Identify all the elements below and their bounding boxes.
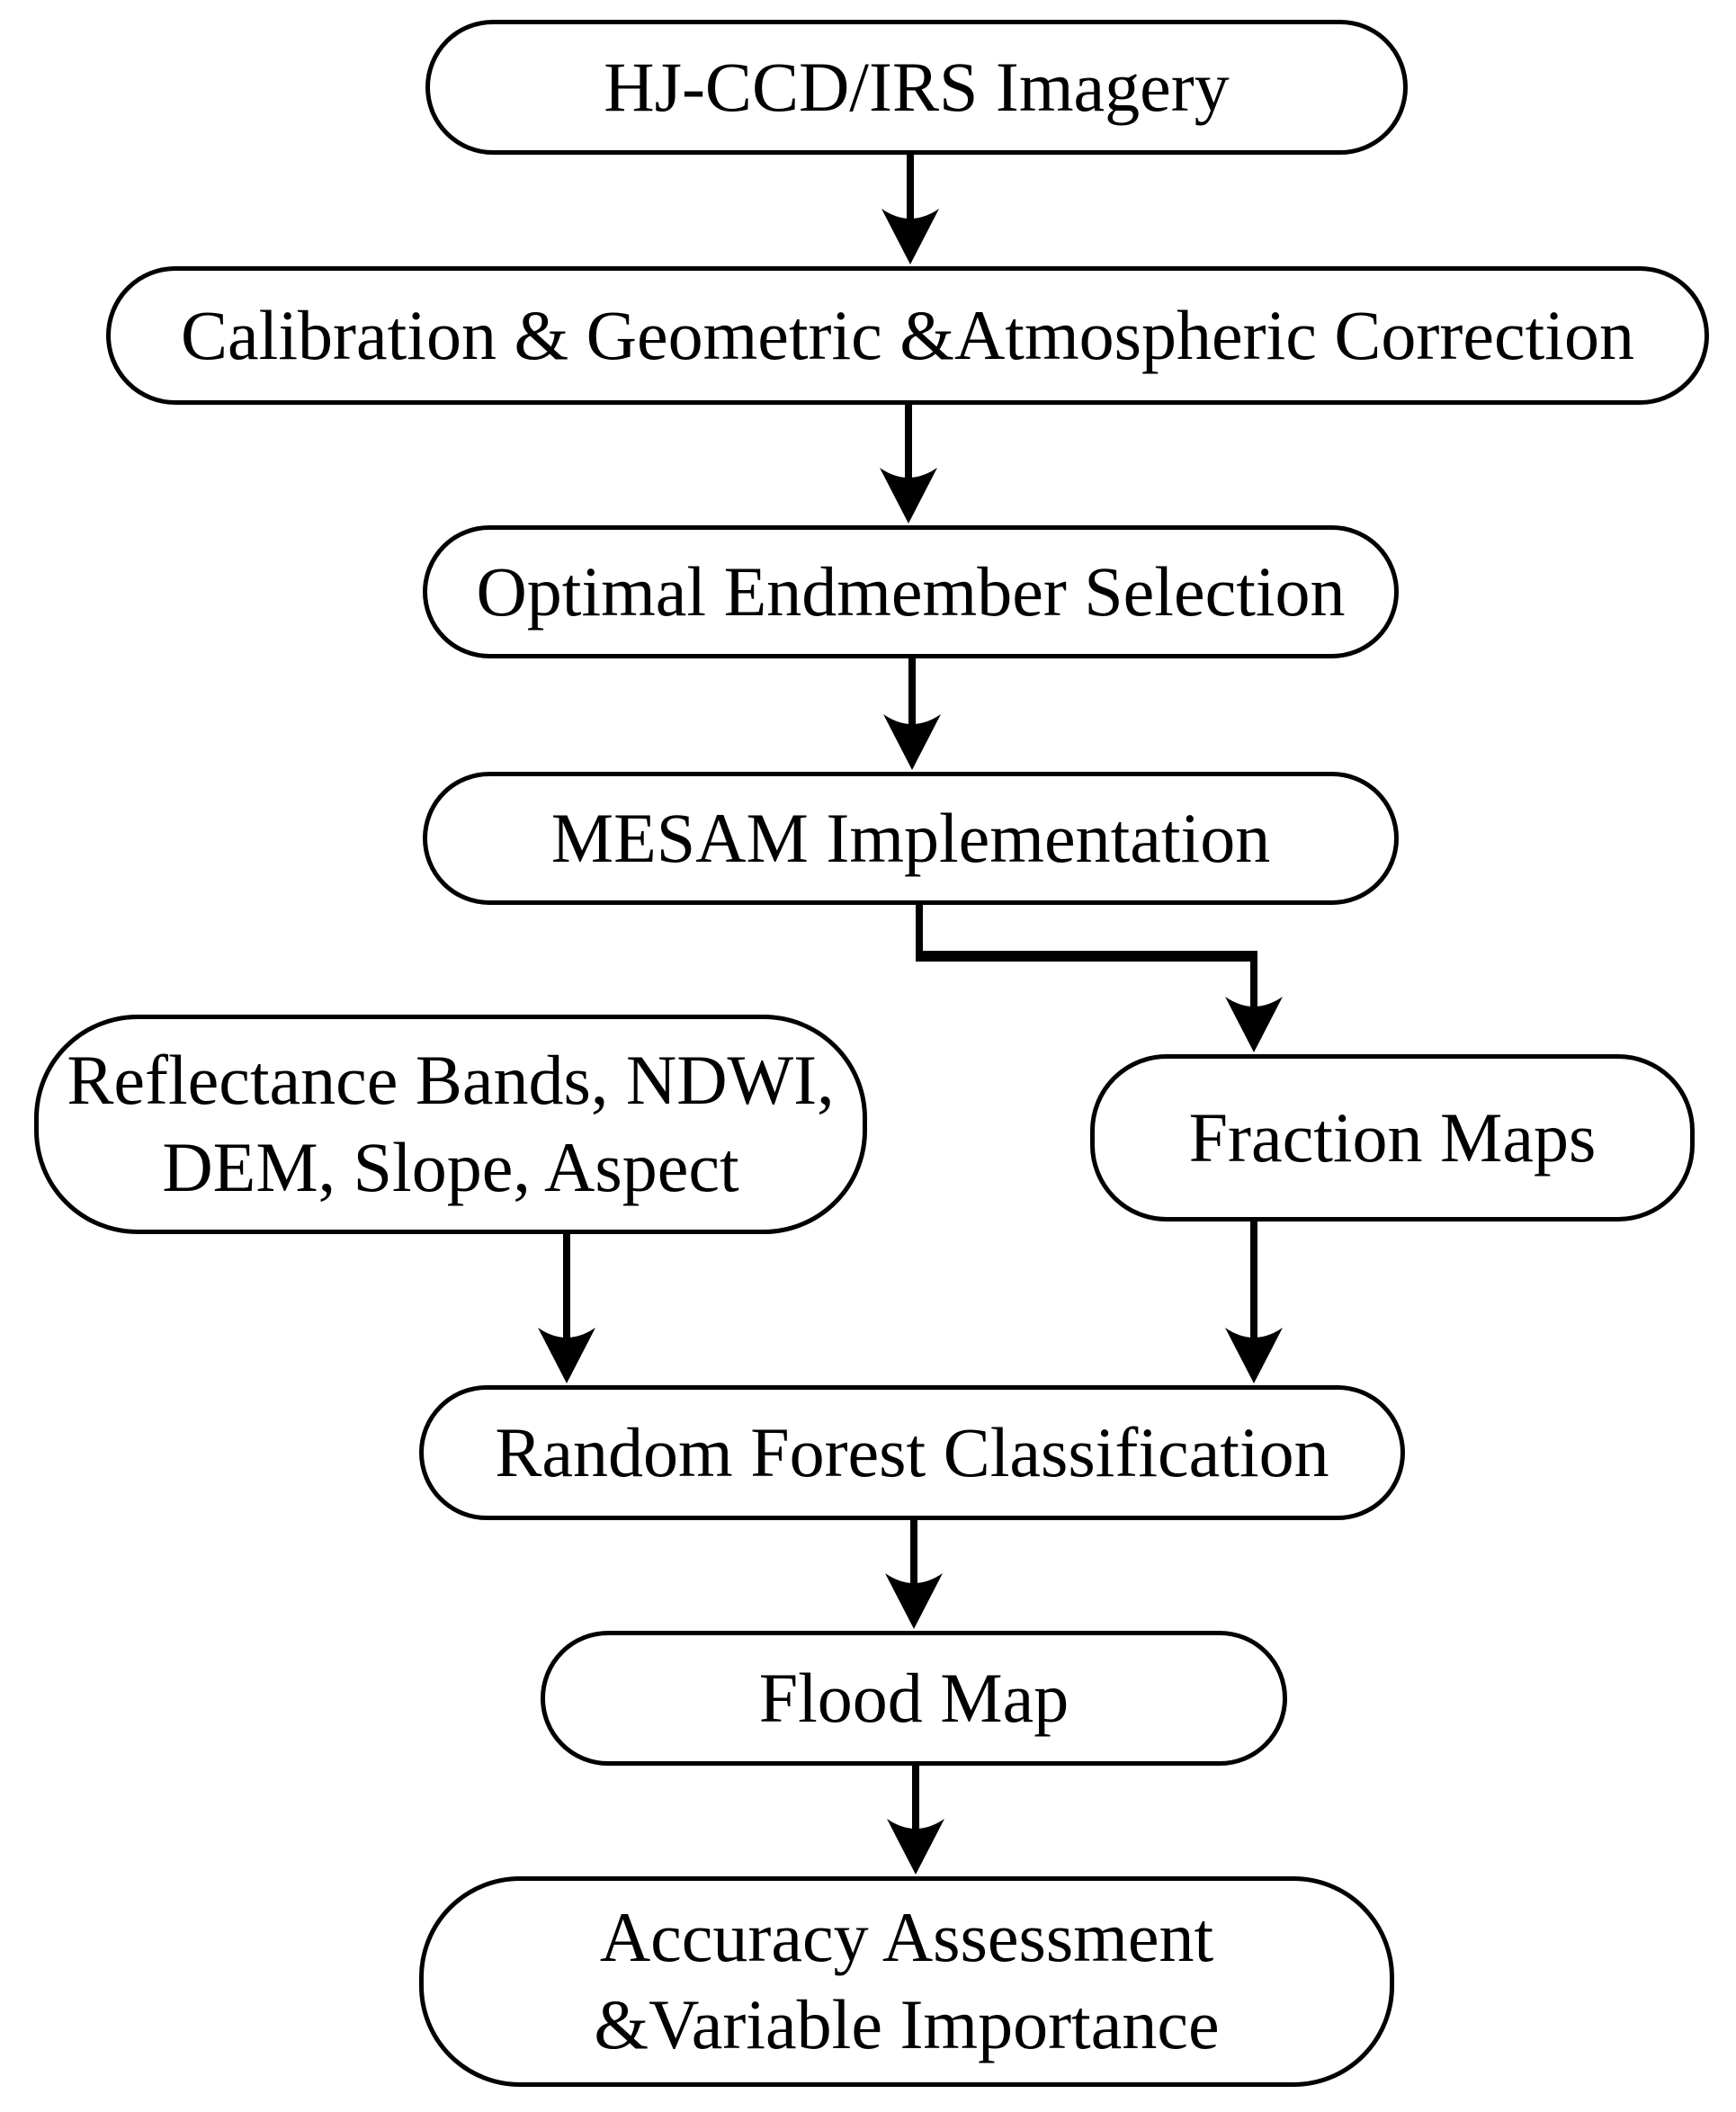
node-reflectance-bands-inputs-line1: Reflectance Bands, NDWI,: [67, 1041, 835, 1120]
node-fraction-maps-label: Fraction Maps: [1188, 1097, 1597, 1177]
node-hj-ccd-irs-imagery: HJ-CCD/IRS Imagery: [425, 20, 1408, 155]
arrow-fraction-to-randomforest-head: [1225, 1328, 1283, 1383]
node-reflectance-bands-inputs-line2: DEM, Slope, Aspect: [162, 1128, 739, 1206]
node-optimal-endmember-selection-label: Optimal Endmember Selection: [476, 551, 1346, 631]
arrow-mesam-to-fraction-head: [1225, 997, 1283, 1052]
arrow-calibration-to-endmember-head: [880, 468, 937, 524]
node-flood-map-label: Flood Map: [758, 1658, 1069, 1737]
node-accuracy-assessment-line1: Accuracy Assessment: [599, 1898, 1214, 1977]
node-random-forest-classification-label: Random Forest Classification: [495, 1412, 1329, 1491]
node-mesam-implementation: MESAM Implementation: [423, 772, 1399, 905]
node-reflectance-bands-inputs: Reflectance Bands, NDWI, DEM, Slope, Asp…: [34, 1015, 867, 1234]
node-flood-map: Flood Map: [541, 1631, 1287, 1766]
arrow-randomforest-to-floodmap-head: [885, 1573, 943, 1629]
node-mesam-implementation-label: MESAM Implementation: [550, 798, 1271, 877]
node-random-forest-classification: Random Forest Classification: [419, 1385, 1405, 1520]
node-hj-ccd-irs-imagery-label: HJ-CCD/IRS Imagery: [604, 47, 1230, 126]
node-calibration-correction: Calibration & Geometric &Atmospheric Cor…: [106, 266, 1709, 405]
node-accuracy-assessment-variable-importance: Accuracy Assessment &Variable Importance: [419, 1876, 1394, 2087]
arrow-endmember-to-mesam-head: [883, 714, 941, 770]
arrow-imagery-to-calibration-head: [881, 209, 939, 264]
arrow-floodmap-to-accuracy-head: [887, 1819, 944, 1875]
node-calibration-correction-label: Calibration & Geometric &Atmospheric Cor…: [181, 295, 1634, 374]
node-optimal-endmember-selection: Optimal Endmember Selection: [423, 525, 1399, 658]
node-accuracy-assessment-line2: &Variable Importance: [594, 1985, 1220, 2063]
node-fraction-maps: Fraction Maps: [1090, 1054, 1695, 1222]
arrow-reflectance-to-randomforest-head: [538, 1328, 595, 1383]
